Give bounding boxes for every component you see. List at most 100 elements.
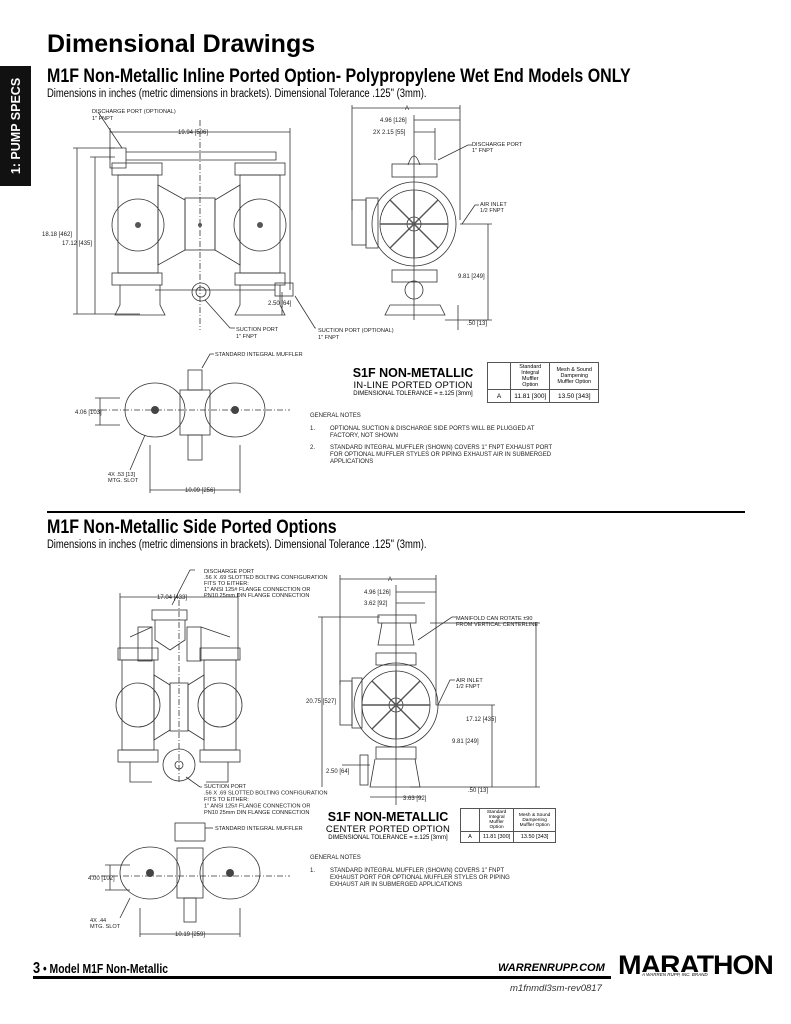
dim-10-19: 10.19 [259] bbox=[175, 932, 205, 938]
section1-heading: M1F Non-Metallic Inline Ported Option- P… bbox=[47, 65, 631, 87]
air-inlet-label: AIR INLET bbox=[456, 678, 483, 684]
dim-3-62: 3.62 [92] bbox=[364, 601, 388, 607]
inline-front-view-drawing: DISCHARGE PORT (OPTIONAL) 1" FNPT 19.94 … bbox=[42, 109, 316, 340]
note-number: 2. bbox=[310, 445, 316, 451]
dim-10-09: 10.09 [256] bbox=[185, 488, 215, 494]
side-ported-top-view-drawing: STANDARD INTEGRAL MUFFLER 4.00 [102] 4X … bbox=[88, 822, 303, 938]
discharge-port-label: DISCHARGE PORT bbox=[204, 569, 255, 575]
discharge-port-spec: FITS TO EITHER: bbox=[204, 581, 249, 587]
suction-port-label: SUCTION PORT bbox=[204, 784, 247, 790]
suction-port-spec: PN10 25mm DIN FLANGE CONNECTION bbox=[204, 810, 309, 816]
suction-port-spec: 1" ANSI 125# FLANGE CONNECTION OR bbox=[204, 804, 310, 810]
revision-code: m1fnmdl3sm-rev0817 bbox=[510, 983, 602, 994]
notes-heading: GENERAL NOTES bbox=[310, 855, 361, 861]
note-item: 1.STANDARD INTEGRAL MUFFLER (SHOWN) COVE… bbox=[310, 868, 530, 889]
slot-label: MTG. SLOT bbox=[108, 478, 139, 484]
manifold-note: MANIFOLD CAN ROTATE ±90 bbox=[456, 616, 533, 622]
notes-heading: GENERAL NOTES bbox=[310, 413, 361, 419]
note-text: OPTIONAL SUCTION & DISCHARGE SIDE PORTS … bbox=[330, 426, 535, 439]
table-cell: 11.81 [300] bbox=[509, 389, 551, 403]
inline-top-view-drawing: STANDARD INTEGRAL MUFFLER 4.06 [103] 4X … bbox=[75, 352, 303, 494]
side-tab-label: 1: PUMP SPECS bbox=[8, 77, 23, 175]
dim-4-00: 4.00 [102] bbox=[88, 876, 115, 882]
note-item: 2. STANDARD INTEGRAL MUFFLER (SHOWN) COVE… bbox=[310, 445, 560, 466]
manifold-note-2: FROM VERTICAL CENTERLINE bbox=[456, 622, 538, 628]
dim-a: A bbox=[388, 577, 392, 583]
option-tolerance: DIMENSIONAL TOLERANCE = ±.125 [3mm] bbox=[328, 835, 448, 841]
section2-subtitle: Dimensions in inches (metric dimensions … bbox=[47, 539, 427, 551]
suction-size: 1" FNPT bbox=[236, 334, 258, 340]
table-header: Mesh & Sound Dampening Muffler Option bbox=[549, 362, 599, 390]
model-label: • Model M1F Non-Metallic bbox=[40, 961, 168, 976]
air-inlet-size: 1/2 FNPT bbox=[480, 208, 505, 214]
table-header: Standard Integral Muffler Option bbox=[478, 808, 515, 832]
note-number: 1. bbox=[310, 426, 316, 432]
table-cell: 13.50 [343] bbox=[513, 831, 556, 843]
dim-0-50: .50 [13] bbox=[468, 788, 488, 794]
logo-tagline: A WARREN RUPP, INC. BRAND bbox=[640, 972, 710, 977]
dim-height-total: 18.18 [462] bbox=[42, 232, 72, 238]
footer-page-label: 3 • Model M1F Non-Metallic bbox=[33, 960, 168, 978]
dim-width: 19.94 [506] bbox=[178, 130, 208, 136]
table-header bbox=[487, 362, 511, 390]
slot-size: 4X .53 [13] bbox=[108, 472, 136, 478]
table-cell: 13.50 [343] bbox=[549, 389, 599, 403]
note-text: STANDARD INTEGRAL MUFFLER (SHOWN) COVERS… bbox=[330, 445, 553, 465]
suction-optional-size: 1" FNPT bbox=[318, 335, 340, 341]
website-link[interactable]: WARRENRUPP.COM bbox=[498, 962, 605, 974]
discharge-optional-label: DISCHARGE PORT (OPTIONAL) bbox=[92, 109, 176, 115]
discharge-port-spec: 1" ANSI 125# FLANGE CONNECTION OR bbox=[204, 587, 310, 593]
inline-general-notes: GENERAL NOTES 1. OPTIONAL SUCTION & DISCH… bbox=[310, 413, 560, 471]
discharge-port-label: DISCHARGE PORT bbox=[472, 142, 523, 148]
side-ported-front-view-drawing: DISCHARGE PORT .56 X .69 SLOTTED BOLTING… bbox=[115, 569, 328, 816]
suction-label: SUCTION PORT bbox=[236, 327, 279, 333]
dim-9-81: 9.81 [249] bbox=[458, 274, 485, 280]
discharge-port-size: 1" FNPT bbox=[472, 148, 494, 154]
discharge-optional-size: 1" FNPT bbox=[92, 116, 114, 122]
dim-20-75: 20.75 [527] bbox=[306, 699, 336, 705]
option-tolerance: DIMENSIONAL TOLERANCE = ±.125 [3mm] bbox=[353, 391, 473, 397]
muffler-label: STANDARD INTEGRAL MUFFLER bbox=[215, 826, 303, 832]
dim-17-12: 17.12 [435] bbox=[466, 717, 496, 723]
option-title: S1F NON-METALLIC bbox=[327, 810, 449, 824]
option-subtitle: IN-LINE PORTED OPTION bbox=[353, 380, 473, 391]
center-general-notes: GENERAL NOTES 1.STANDARD INTEGRAL MUFFLE… bbox=[310, 855, 530, 894]
table-header: Mesh & Sound Dampening Muffler Option bbox=[513, 808, 556, 832]
suction-optional-label-ext: SUCTION PORT (OPTIONAL) 1" FNPT bbox=[318, 328, 394, 341]
dim-2x-2-15: 2X 2.15 [55] bbox=[373, 130, 406, 136]
marathon-logo: MARATHON A WARREN RUPP, INC. BRAND bbox=[618, 952, 774, 982]
section-side-tab: 1: PUMP SPECS bbox=[0, 66, 31, 186]
slot-label: MTG. SLOT bbox=[90, 924, 121, 930]
section-divider bbox=[47, 511, 745, 513]
dim-17-04: 17.04 [433] bbox=[157, 595, 187, 601]
dim-a: A bbox=[405, 106, 409, 112]
suction-port-spec: .56 X .69 SLOTTED BOLTING CONFIGURATION bbox=[204, 791, 328, 797]
dim-0-50: .50 [13] bbox=[467, 321, 487, 327]
side-ported-side-view-drawing: A 4.96 [126] 3.62 [92] MANIFOLD CAN ROTA… bbox=[306, 575, 540, 805]
option-subtitle: CENTER PORTED OPTION bbox=[325, 824, 451, 835]
discharge-port-spec: .56 X .69 SLOTTED BOLTING CONFIGURATION bbox=[204, 575, 328, 581]
note-text: STANDARD INTEGRAL MUFFLER (SHOWN) COVERS… bbox=[330, 868, 510, 888]
dim-4-06: 4.06 [103] bbox=[75, 410, 102, 416]
suction-port-spec: FITS TO EITHER: bbox=[204, 797, 249, 803]
slot-size: 4X .44 bbox=[90, 918, 106, 924]
table-cell: 11.81 [300] bbox=[478, 831, 515, 843]
discharge-port-spec: PN10 25mm DIN FLANGE CONNECTION bbox=[204, 593, 309, 599]
inline-side-view-drawing: A 4.96 [126] 2X 2.15 [55] DISCHARGE PORT… bbox=[351, 105, 523, 330]
muffler-label: STANDARD INTEGRAL MUFFLER bbox=[215, 352, 303, 358]
dim-9-81: 9.81 [249] bbox=[452, 739, 479, 745]
table-header bbox=[460, 808, 480, 832]
suction-optional-label: SUCTION PORT (OPTIONAL) bbox=[318, 328, 394, 334]
center-option-caption: S1F NON-METALLIC CENTER PORTED OPTION DI… bbox=[320, 810, 456, 841]
dim-4-96: 4.96 [126] bbox=[380, 118, 407, 124]
table-cell: A bbox=[460, 831, 480, 843]
inline-option-caption: S1F NON-METALLIC IN-LINE PORTED OPTION D… bbox=[345, 366, 481, 397]
section1-subtitle: Dimensions in inches (metric dimensions … bbox=[47, 88, 427, 100]
dim-height-2: 17.12 [435] bbox=[62, 241, 92, 247]
section2-heading: M1F Non-Metallic Side Ported Options bbox=[47, 516, 337, 538]
page-title: Dimensional Drawings bbox=[47, 30, 316, 58]
air-inlet-size: 1/2 FNPT bbox=[456, 684, 481, 690]
option-title: S1F NON-METALLIC bbox=[352, 366, 474, 380]
note-item: 1. OPTIONAL SUCTION & DISCHARGE SIDE PORT… bbox=[310, 426, 560, 440]
